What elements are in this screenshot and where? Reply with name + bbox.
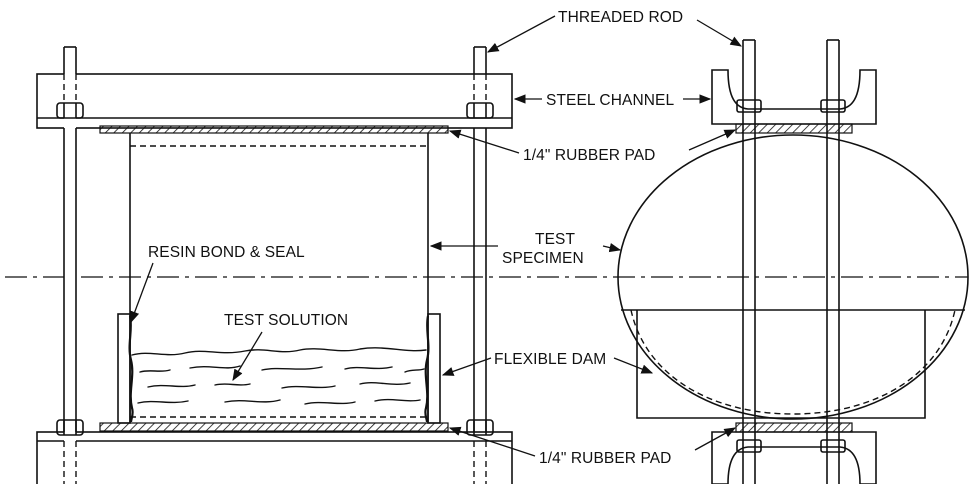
right-threaded-rod [473, 46, 487, 484]
end-view [617, 39, 969, 484]
label-resin-bond-seal: RESIN BOND & SEAL [148, 244, 305, 261]
top-steel-channel [36, 73, 513, 129]
bottom-steel-channel [36, 431, 513, 484]
specimen-inner-wall [630, 309, 956, 415]
label-steel-channel: STEEL CHANNEL [546, 92, 674, 109]
end-view-top-channel [711, 69, 877, 125]
flexible-dams [117, 313, 441, 424]
label-test-specimen-line1: TEST [535, 231, 575, 248]
label-test-solution: TEST SOLUTION [224, 312, 348, 329]
test-solution-fill [131, 347, 427, 405]
top-rubber-pad [99, 125, 449, 134]
bottom-rubber-pad [99, 422, 449, 432]
side-elevation-view [5, 46, 968, 484]
label-rubber-pad-bottom: 1/4" RUBBER PAD [539, 450, 671, 467]
nuts [56, 102, 494, 436]
label-rubber-pad-top: 1/4" RUBBER PAD [523, 147, 655, 164]
end-view-bottom-channel [711, 431, 877, 484]
label-flexible-dam: FLEXIBLE DAM [494, 351, 606, 368]
end-view-nuts [736, 99, 846, 453]
label-threaded-rod: THREADED ROD [558, 9, 683, 26]
end-view-threaded-rods [742, 39, 840, 484]
end-view-flexible-dam [636, 310, 926, 419]
test-specimen-side [129, 133, 429, 423]
end-view-bottom-rubber-pad [735, 422, 853, 433]
callouts: THREADED ROD STEEL CHANNEL 1/4" RUBBER P… [130, 9, 743, 467]
label-test-specimen-line2: SPECIMEN [502, 250, 584, 267]
specimen-outer-wall [617, 134, 969, 420]
end-view-top-rubber-pad [735, 123, 853, 134]
left-threaded-rod [63, 46, 77, 484]
